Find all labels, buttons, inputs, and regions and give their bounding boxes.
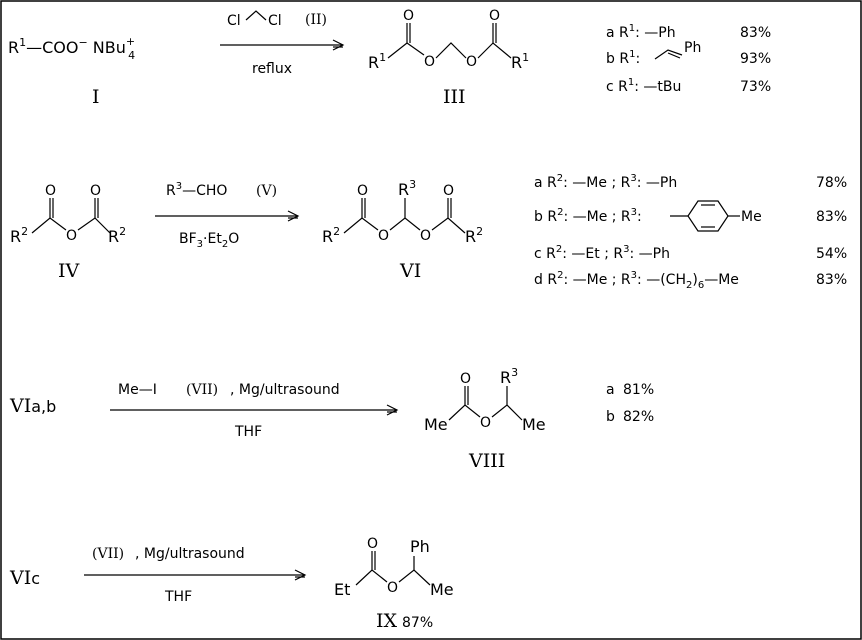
substrate-VIab: VIa,b — [9, 395, 56, 417]
reagent-II-cl-left: Cl — [227, 13, 241, 29]
svg-text:Me: Me — [430, 580, 454, 599]
svg-text:O: O — [420, 228, 431, 244]
yield-IX: 87% — [402, 615, 433, 631]
compound-id-IV: IV — [58, 260, 80, 282]
reaction-3: VIa,b Me—I (VII) , Mg/ultrasound THF Me … — [9, 366, 654, 472]
svg-text:O: O — [387, 580, 398, 596]
svg-text:O: O — [378, 228, 389, 244]
svg-text:R2: R2 — [465, 225, 483, 246]
variant-3a-yield: 81% — [623, 382, 654, 398]
variant-2d-label: d R2: —Me ; R3: —(CH2)6—Me — [534, 270, 739, 291]
reagent-VII-suffix: , Mg/ultrasound — [230, 382, 340, 398]
reactant-I-formula: R1—COO− NBu+4 — [8, 35, 135, 62]
svg-text:Me: Me — [522, 415, 546, 434]
svg-text:Me: Me — [424, 415, 448, 434]
svg-text:O: O — [480, 415, 491, 431]
reaction-arrow-2 — [155, 210, 300, 222]
compound-id-III: III — [443, 86, 466, 108]
variant-3b-yield: 82% — [623, 409, 654, 425]
compound-id-IX: IX — [376, 610, 398, 632]
reagent-II-cl-right: Cl — [268, 13, 282, 29]
svg-text:O: O — [466, 54, 477, 70]
variant-2d-yield: 83% — [816, 272, 847, 288]
svg-text:R2: R2 — [10, 225, 28, 246]
svg-text:Ph: Ph — [410, 537, 430, 556]
svg-text:R1: R1 — [511, 51, 529, 72]
svg-text:R3: R3 — [398, 178, 416, 199]
reaction-arrow-3 — [110, 404, 399, 416]
product-III-structure: R1 O O O O R1 — [368, 8, 529, 72]
reaction-arrow-1 — [220, 39, 345, 51]
product-IX-structure: Et O O Ph Me — [334, 536, 454, 599]
svg-text:R2: R2 — [108, 225, 126, 246]
reagent-V-id: (V) — [256, 183, 277, 199]
reagent-VII-id-4: (VII) — [92, 546, 124, 562]
svg-text:O: O — [66, 228, 77, 244]
substrate-VIc: VIc — [9, 567, 40, 589]
reagent-V-formula: R3—CHO — [166, 181, 227, 199]
product-VIII-structure: Me O O R3 Me — [424, 366, 546, 434]
svg-text:R3: R3 — [500, 366, 518, 387]
variant-1b-label: b R1: Ph — [606, 40, 701, 67]
solvent-thf-4: THF — [164, 589, 192, 605]
svg-text:b R2: —Me ; R3:: b R2: —Me ; R3: — [534, 207, 642, 225]
svg-text:O: O — [90, 183, 101, 199]
variant-1b-yield: 93% — [740, 51, 771, 67]
reaction-arrow-4 — [84, 569, 307, 581]
svg-text:R2: R2 — [322, 225, 340, 246]
variant-1a-yield: 83% — [740, 25, 771, 41]
compound-id-I: I — [92, 86, 100, 108]
variant-2b-yield: 83% — [816, 209, 847, 225]
condition-reflux: reflux — [252, 61, 292, 77]
reactant-IV-structure: R2 O O O R2 — [10, 183, 126, 246]
variant-1c-yield: 73% — [740, 79, 771, 95]
solvent-thf-3: THF — [234, 424, 262, 440]
product-VI-structure: R2 O O R3 O O R2 — [322, 178, 483, 246]
variant-3b-key: b — [606, 409, 615, 425]
svg-text:O: O — [443, 183, 454, 199]
variant-2b-label: b R2: —Me ; R3: Me — [534, 200, 762, 232]
svg-text:b R1:: b R1: — [606, 49, 640, 67]
variant-2c-label: c R2: —Et ; R3: —Ph — [534, 244, 670, 262]
catalyst-bf3: BF3·Et2O — [179, 231, 239, 250]
svg-text:O: O — [357, 183, 368, 199]
reagent-VII-id: (VII) — [186, 382, 218, 398]
compound-id-VIII: VIII — [468, 450, 505, 472]
reaction-1: R1—COO− NBu+4 I Cl Cl (II) reflux R1 O O… — [8, 8, 771, 108]
svg-text:O: O — [367, 536, 378, 552]
compound-id-VI: VI — [399, 260, 421, 282]
svg-text:R1: R1 — [368, 51, 386, 72]
svg-text:Et: Et — [334, 580, 350, 599]
svg-text:Ph: Ph — [684, 40, 701, 56]
svg-text:Me: Me — [741, 209, 762, 225]
reagent-II-id: (II) — [305, 12, 327, 28]
svg-text:O: O — [460, 371, 471, 387]
variant-1a-label: a R1: —Ph — [606, 23, 676, 41]
svg-text:O: O — [424, 54, 435, 70]
variant-2c-yield: 54% — [816, 246, 847, 262]
variant-2a-label: a R2: —Me ; R3: —Ph — [534, 173, 677, 191]
reagent-II-ch2-bond — [245, 10, 267, 21]
svg-text:O: O — [403, 8, 414, 24]
reaction-4: VIc (VII) , Mg/ultrasound THF Et O O Ph … — [9, 536, 454, 632]
variant-1c-label: c R1: —tBu — [606, 77, 681, 95]
variant-3a-key: a — [606, 382, 615, 398]
reaction-2: R2 O O O R2 IV R3—CHO (V) BF3·Et2O R2 — [10, 173, 847, 291]
reagent-VII-formula: Me—I — [118, 382, 157, 398]
svg-text:O: O — [489, 8, 500, 24]
variant-2a-yield: 78% — [816, 175, 847, 191]
svg-text:O: O — [45, 183, 56, 199]
reagent-VII-suffix-4: , Mg/ultrasound — [135, 546, 245, 562]
